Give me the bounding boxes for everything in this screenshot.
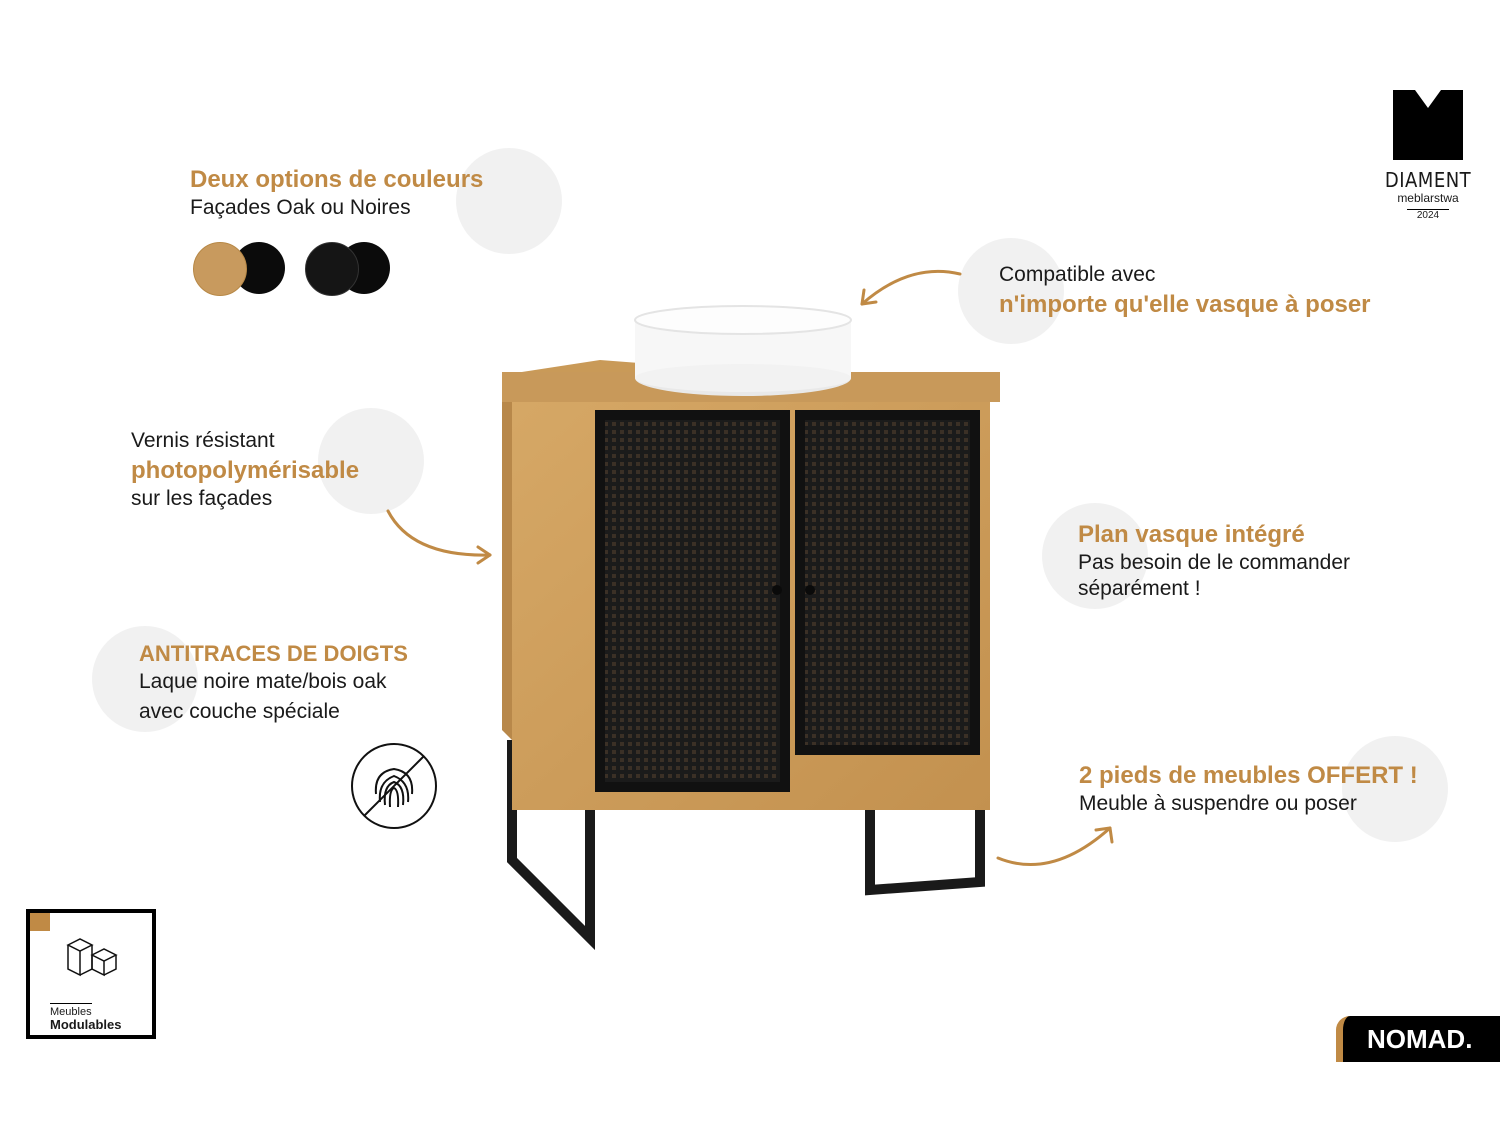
antitraces-line2: avec couche spéciale <box>139 699 340 723</box>
vernis-line2: photopolymérisable <box>131 457 360 485</box>
decor-bubble <box>456 148 562 254</box>
vernis-block: Vernis résistant photopolymérisable sur … <box>131 428 359 513</box>
diament-logo: DIAMENT meblarstwa 2024 <box>1383 90 1473 223</box>
diament-subtitle: meblarstwa <box>1397 191 1459 205</box>
pieds-line1: Meuble à suspendre ou poser <box>1079 792 1357 815</box>
arrow-icon <box>860 269 962 306</box>
swatch-oak-black <box>193 242 293 302</box>
decor-bubble <box>318 408 424 514</box>
fingerprint-crossed-icon <box>351 743 437 829</box>
badge-corner <box>30 913 50 931</box>
vernis-line1: Vernis résistant <box>131 429 275 452</box>
decor-bubble <box>958 238 1064 344</box>
antitraces-block: ANTITRACES DE DOIGTS Laque noire mate/bo… <box>139 640 408 725</box>
swatch-oak-circle <box>193 242 247 296</box>
compatible-block: Compatible avec n'importe qu'elle vasque… <box>999 262 1371 320</box>
modulables-badge: Meubles Modulables <box>26 909 156 1039</box>
plan-block: Plan vasque intégré Pas besoin de le com… <box>1078 520 1350 603</box>
diament-name: DIAMENT <box>1384 168 1472 192</box>
colors-option-title: Deux options de couleurs <box>190 166 484 193</box>
decor-bubble <box>92 626 198 732</box>
arrow-icon <box>996 826 1114 866</box>
nomad-logo: NOMAD. <box>1336 1016 1500 1062</box>
vernis-line3: sur les façades <box>131 487 273 511</box>
colors-option-subtitle: Façades Oak ou Noires <box>190 196 411 219</box>
arrow-icon <box>386 509 492 565</box>
modulables-strong-label: Modulables <box>50 1017 122 1032</box>
pieds-block: 2 pieds de meubles OFFERT ! Meuble à sus… <box>1079 761 1418 817</box>
decor-bubble <box>1042 503 1148 609</box>
cabinet-side <box>502 375 512 740</box>
modulables-small-label: Meubles <box>50 1003 92 1018</box>
vanity-cabinet-illustration <box>502 305 1000 950</box>
diament-year: 2024 <box>1406 209 1450 221</box>
swatch-black-black <box>305 242 405 302</box>
compatible-line2: n'importe qu'elle vasque à poser <box>999 291 1371 319</box>
plan-title: Plan vasque intégré <box>1078 521 1305 548</box>
antitraces-line1: Laque noire mate/bois oak <box>139 669 387 693</box>
colors-option-block: Deux options de couleurs Façades Oak ou … <box>190 165 483 221</box>
swatch-black-circle <box>305 242 359 296</box>
plan-line2: séparément ! <box>1078 577 1201 601</box>
plan-line1: Pas besoin de le commander <box>1078 551 1350 574</box>
antitraces-title: ANTITRACES DE DOIGTS <box>139 641 408 666</box>
compatible-line1: Compatible avec <box>999 263 1156 286</box>
modular-cubes-icon <box>66 938 118 977</box>
decor-bubble <box>1342 736 1448 842</box>
pieds-title: 2 pieds de meubles OFFERT ! <box>1079 762 1418 789</box>
diament-logo-icon <box>1393 90 1463 160</box>
